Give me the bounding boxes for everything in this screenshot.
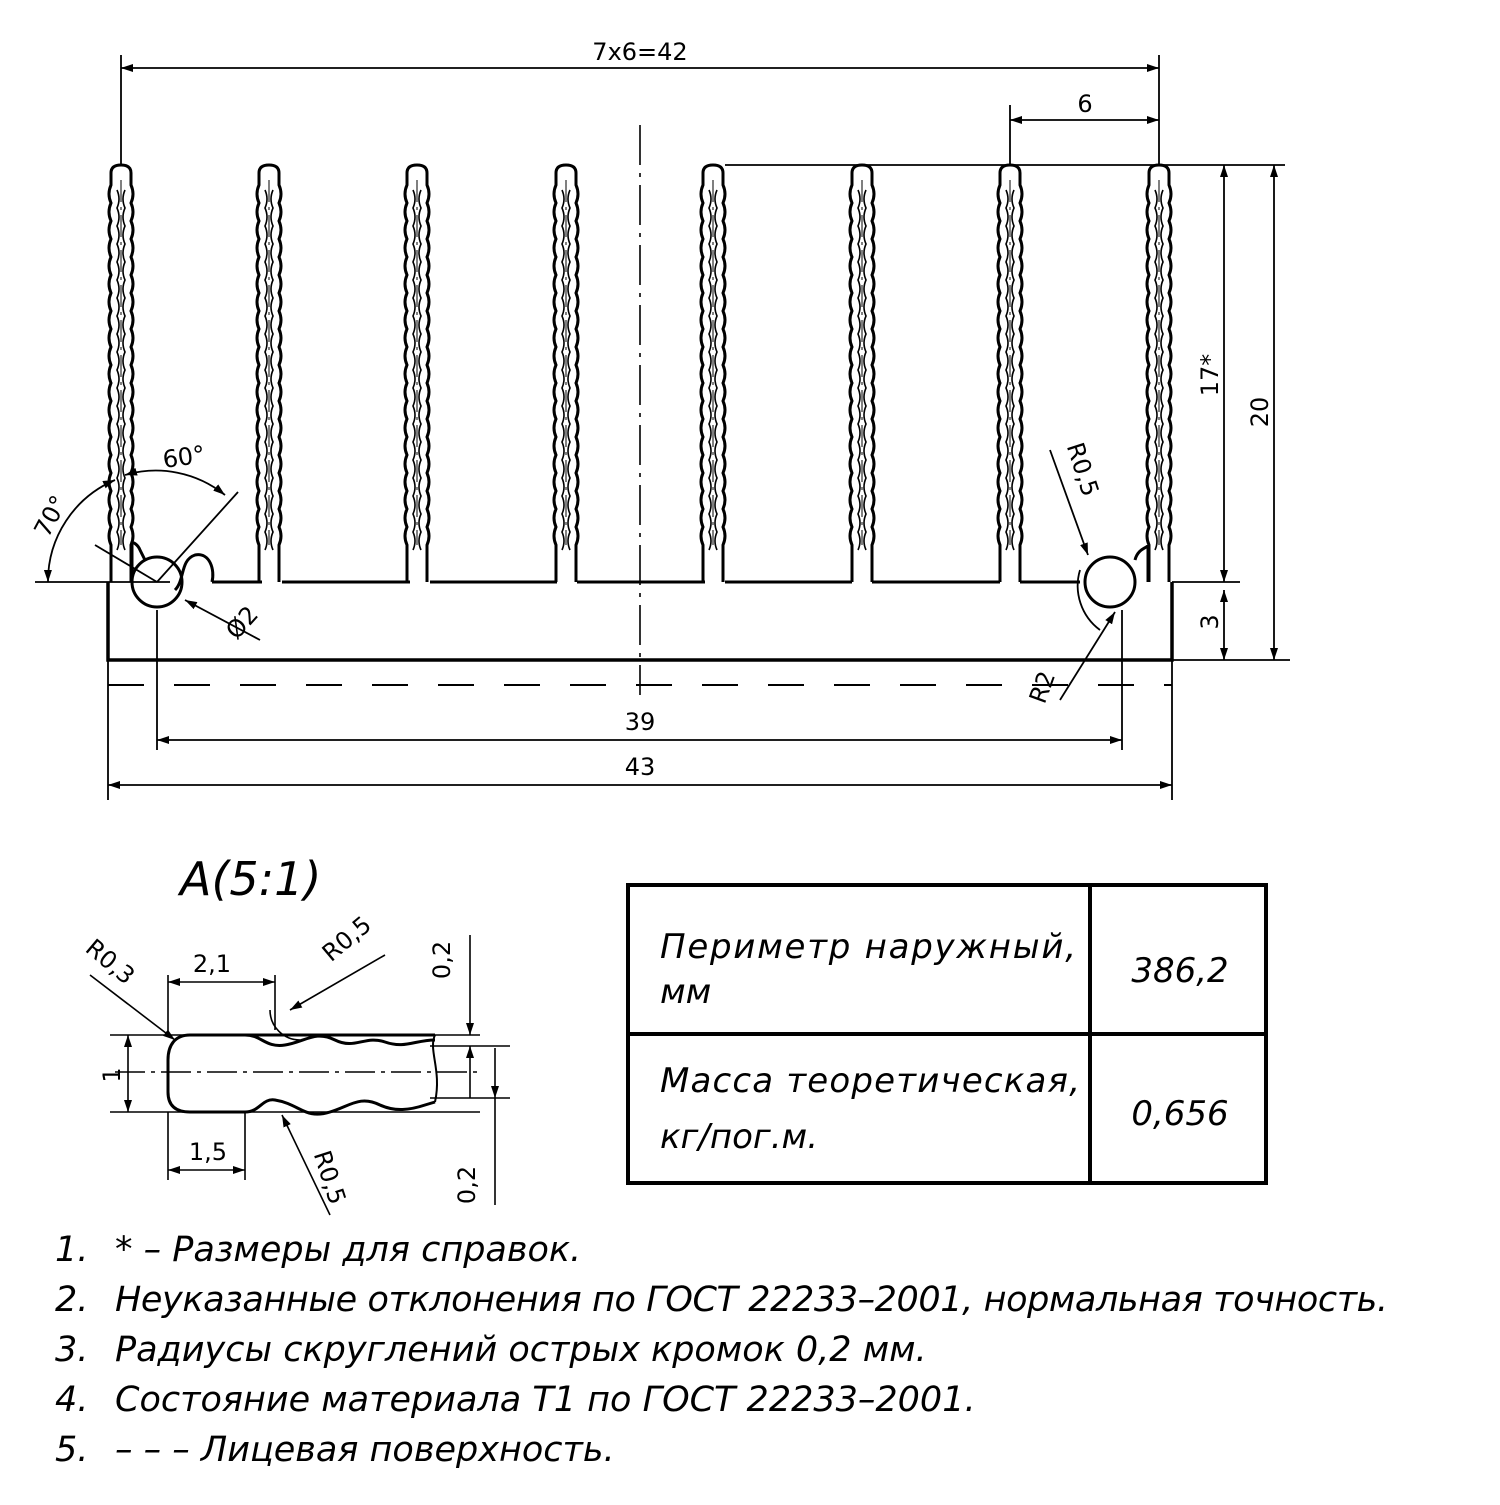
note-number: 5. bbox=[55, 1430, 89, 1470]
fin-outline bbox=[699, 163, 727, 582]
heatsink-profile bbox=[106, 125, 1174, 695]
dim-angle-top: 60° bbox=[161, 440, 207, 474]
base-outline bbox=[106, 582, 1174, 662]
dim-top-pitch: 7x6=42 bbox=[592, 38, 687, 66]
fin-rib bbox=[270, 189, 274, 551]
detail-d1: 1 bbox=[98, 1067, 126, 1082]
table-value-perimeter: 386,2 bbox=[1131, 951, 1228, 991]
detail-d15: 1,5 bbox=[189, 1138, 227, 1166]
dim-fin-pitch: 6 bbox=[1077, 90, 1092, 118]
fin-rib bbox=[1005, 189, 1009, 551]
note-2: 2. Неуказанные отклонения по ГОСТ 22233–2… bbox=[55, 1280, 1388, 1320]
detail-fin-wave-top bbox=[244, 1033, 436, 1047]
table-unit-mass: кг/пог.м. bbox=[660, 1117, 818, 1157]
fin-rib bbox=[1154, 189, 1158, 551]
detail-break bbox=[431, 1034, 439, 1103]
dim-groove-arc-radius: R2 bbox=[1024, 667, 1061, 707]
fin-rib bbox=[714, 189, 718, 551]
fin-rib bbox=[116, 189, 120, 551]
fin-rib bbox=[418, 189, 422, 551]
note-text: * – Размеры для справок. bbox=[115, 1230, 582, 1270]
note-4: 4. Состояние материала Т1 по ГОСТ 22233–2… bbox=[55, 1380, 976, 1420]
note-3: 3. Радиусы скруглений острых кромок 0,2 м… bbox=[55, 1330, 927, 1370]
dim-hole-spacing: 39 bbox=[625, 708, 656, 736]
note-1: 1. * – Размеры для справок. bbox=[55, 1230, 581, 1270]
note-number: 2. bbox=[55, 1280, 89, 1320]
detail-r05-bottom: R0,5 bbox=[308, 1147, 352, 1208]
detail-d02-bottom: 0,2 bbox=[453, 1166, 481, 1204]
note-text: Неуказанные отклонения по ГОСТ 22233–200… bbox=[115, 1280, 1388, 1320]
fin-rib bbox=[1160, 189, 1164, 551]
detail-fin-outline bbox=[166, 1033, 436, 1116]
fin-outline bbox=[403, 163, 431, 582]
right-groove bbox=[1133, 544, 1150, 582]
detail-title: A(5:1) bbox=[177, 852, 321, 906]
detail-d21: 2,1 bbox=[193, 950, 231, 978]
note-text: Состояние материала Т1 по ГОСТ 22233–200… bbox=[115, 1380, 976, 1420]
note-number: 4. bbox=[55, 1380, 89, 1420]
note-text: Радиусы скруглений острых кромок 0,2 мм. bbox=[115, 1330, 927, 1370]
table-label-perimeter: Периметр наружный, bbox=[660, 927, 1076, 967]
fin-rib bbox=[412, 189, 416, 551]
table-unit-perimeter: мм bbox=[660, 972, 711, 1012]
detail-d02-top: 0,2 bbox=[428, 941, 456, 979]
fins bbox=[107, 163, 1173, 582]
fin-rib bbox=[1011, 189, 1015, 551]
fin-rib bbox=[857, 189, 861, 551]
fin-rib bbox=[122, 189, 126, 551]
detail-r03: R0,3 bbox=[80, 934, 140, 991]
properties-table: Периметр наружный, мм 386,2 Масса теорет… bbox=[626, 883, 1268, 1185]
table-value-mass: 0,656 bbox=[1131, 1094, 1228, 1134]
note-number: 1. bbox=[55, 1230, 89, 1270]
note-text: – – – Лицевая поверхность. bbox=[115, 1430, 615, 1470]
dimension-lines bbox=[35, 55, 1290, 800]
fin-rib bbox=[567, 189, 571, 551]
fin-rib bbox=[561, 189, 565, 551]
dimension-texts: 7x6=42 6 17* 20 3 39 43 70° 60° Ø2 R0,5 … bbox=[29, 38, 1274, 781]
dim-total-height: 20 bbox=[1246, 397, 1274, 428]
dim-total-width: 43 bbox=[625, 753, 656, 781]
dim-groove-radius: R0,5 bbox=[1061, 439, 1105, 500]
dim-angle-left: 70° bbox=[29, 491, 74, 542]
dim-base-thickness: 3 bbox=[1196, 614, 1224, 629]
detail-r05-top: R0,5 bbox=[317, 911, 377, 968]
fin-outline bbox=[255, 163, 283, 582]
fin-rib bbox=[863, 189, 867, 551]
fin-outline bbox=[552, 163, 580, 582]
table-label-mass: Масса теоретическая, bbox=[660, 1061, 1080, 1101]
note-number: 3. bbox=[55, 1330, 89, 1370]
dim-fin-height: 17* bbox=[1196, 354, 1224, 397]
right-hole bbox=[1083, 555, 1137, 609]
fin-rib bbox=[708, 189, 712, 551]
note-5: 5. – – – Лицевая поверхность. bbox=[55, 1430, 615, 1470]
left-groove bbox=[130, 541, 215, 592]
fin-rib bbox=[264, 189, 268, 551]
detail-a: A(5:1) R0,3 2,1 bbox=[80, 852, 510, 1216]
